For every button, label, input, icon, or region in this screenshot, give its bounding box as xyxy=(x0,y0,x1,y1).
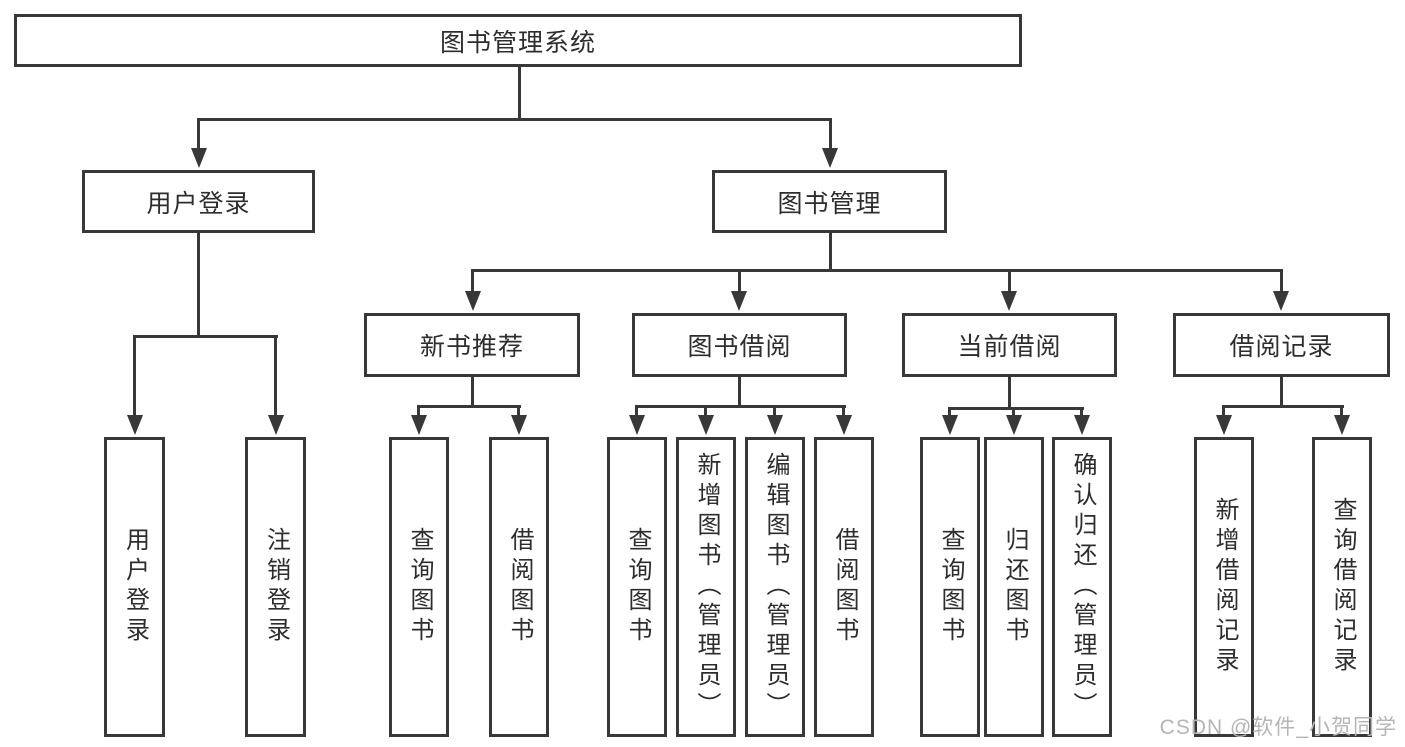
arrowhead-down-icon xyxy=(511,415,527,435)
line xyxy=(1222,405,1344,408)
line xyxy=(274,335,277,417)
arrowhead-down-icon xyxy=(822,148,838,168)
arrowhead-down-icon xyxy=(465,291,481,311)
line xyxy=(197,233,200,335)
line xyxy=(1222,405,1225,417)
node-bb-query-books: 查询图书 xyxy=(607,437,667,737)
node-cb-query-books: 查询图书 xyxy=(920,437,980,737)
line xyxy=(471,377,474,405)
arrowhead-down-icon xyxy=(1216,415,1232,435)
line xyxy=(829,233,832,269)
arrowhead-down-icon xyxy=(1334,415,1350,435)
line xyxy=(1012,407,1015,417)
line xyxy=(738,377,741,405)
arrowhead-down-icon xyxy=(1006,415,1022,435)
node-nbr-query-books: 查询图书 xyxy=(389,437,449,737)
line xyxy=(471,269,1283,272)
node-br-add-borrow-record: 新增借阅记录 xyxy=(1194,437,1254,737)
node-current-borrowing: 当前借阅 xyxy=(902,313,1117,377)
line xyxy=(738,269,741,293)
line xyxy=(1008,269,1011,293)
node-book-management: 图书管理 xyxy=(712,170,947,233)
line xyxy=(1080,407,1083,417)
arrowhead-down-icon xyxy=(629,415,645,435)
arrowhead-down-icon xyxy=(268,415,284,435)
arrowhead-down-icon xyxy=(731,291,747,311)
line xyxy=(829,118,832,150)
arrowhead-down-icon xyxy=(942,415,958,435)
line xyxy=(773,405,776,417)
node-nbr-borrow-books: 借阅图书 xyxy=(489,437,549,737)
node-leaf-logout: 注销登录 xyxy=(245,437,306,737)
arrowhead-down-icon xyxy=(127,415,143,435)
line xyxy=(1280,377,1283,405)
arrowhead-down-icon xyxy=(1074,415,1090,435)
node-bb-add-books-admin: 新增图书（管理员） xyxy=(676,437,736,737)
arrowhead-down-icon xyxy=(767,415,783,435)
node-cb-confirm-return-admin: 确认归还（管理员） xyxy=(1052,437,1112,737)
line xyxy=(1280,269,1283,293)
node-borrowing-records: 借阅记录 xyxy=(1173,313,1390,377)
node-bb-edit-books-admin: 编辑图书（管理员） xyxy=(745,437,805,737)
node-root: 图书管理系统 xyxy=(14,14,1022,67)
line xyxy=(948,407,951,417)
arrowhead-down-icon xyxy=(836,415,852,435)
line xyxy=(417,405,420,417)
arrowhead-down-icon xyxy=(1001,291,1017,311)
line xyxy=(417,405,521,408)
arrowhead-down-icon xyxy=(411,415,427,435)
arrowhead-down-icon xyxy=(1273,291,1289,311)
arrowhead-down-icon xyxy=(698,415,714,435)
node-br-query-borrow-record: 查询借阅记录 xyxy=(1312,437,1372,737)
line xyxy=(133,335,136,417)
line xyxy=(635,405,638,417)
line xyxy=(517,405,520,417)
node-cb-return-books: 归还图书 xyxy=(984,437,1044,737)
node-new-book-recommendation: 新书推荐 xyxy=(364,313,580,377)
line xyxy=(471,269,474,293)
node-book-borrowing: 图书借阅 xyxy=(632,313,847,377)
line xyxy=(197,118,200,150)
line xyxy=(197,118,832,121)
line xyxy=(635,405,846,408)
arrowhead-down-icon xyxy=(191,148,207,168)
node-bb-borrow-books: 借阅图书 xyxy=(814,437,874,737)
line xyxy=(518,67,521,120)
line xyxy=(948,407,1084,410)
line xyxy=(133,335,278,338)
line xyxy=(1340,405,1343,417)
node-user-login: 用户登录 xyxy=(82,170,315,233)
line xyxy=(1008,377,1011,407)
watermark: CSDN @软件_小贺同学 xyxy=(1159,716,1397,739)
line xyxy=(842,405,845,417)
node-leaf-user-login: 用户登录 xyxy=(104,437,165,737)
line xyxy=(704,405,707,417)
